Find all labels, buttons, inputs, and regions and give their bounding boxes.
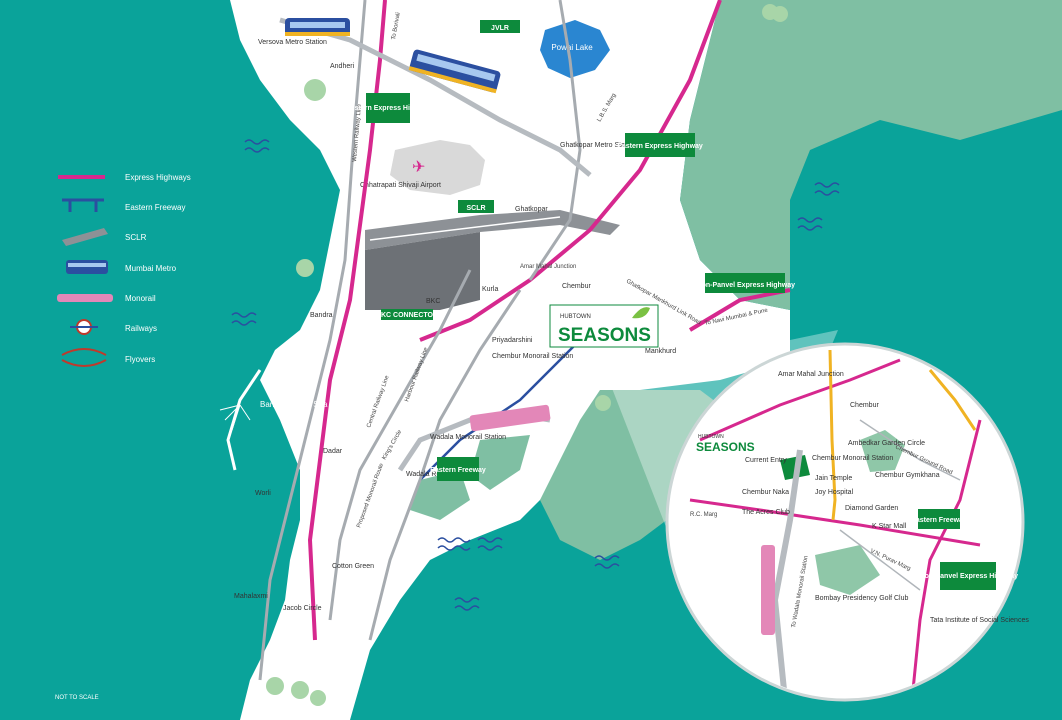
svg-text:HUBTOWN: HUBTOWN xyxy=(560,314,591,320)
east-green-area xyxy=(680,0,1062,310)
andheri-label: Andheri xyxy=(330,63,355,70)
svg-text:Chembur: Chembur xyxy=(850,402,879,409)
legend: Express Highways Eastern Freeway SCLR Mu… xyxy=(57,173,191,367)
chembur-mono-label: Chembur Monorail Station xyxy=(492,353,573,360)
svg-text:Current Entry: Current Entry xyxy=(745,457,787,464)
sclr-sign: SCLR xyxy=(466,205,485,212)
svg-text:Joy Hospital: Joy Hospital xyxy=(815,489,854,496)
dadar-label: Dadar xyxy=(323,448,343,455)
sclr-flyover xyxy=(365,210,620,250)
svg-text:Chembur Gymkhana: Chembur Gymkhana xyxy=(875,472,940,479)
svg-text:Chembur Naka: Chembur Naka xyxy=(742,489,789,496)
chembur-label: Chembur xyxy=(562,283,591,290)
kurla-label: Kurla xyxy=(482,286,498,293)
versova-label: Versova Metro Station xyxy=(258,39,327,46)
ghatkopar-metro-label: Ghatkopar Metro Station xyxy=(560,142,636,149)
to-borivali-label: To Borivali xyxy=(391,12,402,40)
airport-label: Chhatrapati Shivaji Airport xyxy=(360,182,441,189)
sea-link-label: Bandra - Worli Sea Link xyxy=(260,400,345,409)
express-highways xyxy=(307,0,791,641)
mankhurd-label: Mankhurd xyxy=(645,348,676,355)
metro-train-1 xyxy=(285,18,350,36)
svg-text:Ambedkar Garden Circle: Ambedkar Garden Circle xyxy=(848,440,925,447)
priyadarshini-label: Priyadarshini xyxy=(492,337,533,344)
svg-text:Jain Temple: Jain Temple xyxy=(815,475,852,482)
cotton-green-label: Cotton Green xyxy=(332,563,374,570)
svg-text:Amar Mahal Junction: Amar Mahal Junction xyxy=(778,371,844,378)
legend-item-label: SCLR xyxy=(125,233,147,242)
tree-icons xyxy=(266,4,788,706)
eastern-green-strip xyxy=(410,470,470,520)
jacob-circle-label: Jacob Circle xyxy=(283,605,322,612)
legend-item-label: Eastern Freeway xyxy=(125,203,185,212)
jvlr-sign: JVLR xyxy=(491,25,509,32)
weh-sign: Western Express Highway xyxy=(344,105,432,112)
legend-item-label: Express Highways xyxy=(125,173,191,182)
bandra-label: Bandra xyxy=(310,312,333,319)
legend-item-label: Flyovers xyxy=(125,355,155,364)
svg-text:Diamond Garden: Diamond Garden xyxy=(845,505,898,512)
svg-text:Chembur Monorail Station: Chembur Monorail Station xyxy=(812,455,893,462)
svg-text:Sion-Panvel Express Highway: Sion-Panvel Express Highway xyxy=(918,573,1018,580)
bkc-label: BKC xyxy=(426,298,440,305)
mumbai-landmass xyxy=(230,0,790,720)
wadala-mono-label: Wadala Monorail Station xyxy=(430,434,506,441)
svg-text:The Acres Club: The Acres Club xyxy=(742,509,790,516)
inset-map: Amar Mahal Junction Chembur Current Entr… xyxy=(665,342,1029,702)
railway-lines xyxy=(258,0,582,681)
legend-item-label: Railways xyxy=(125,324,157,333)
sea-link xyxy=(219,369,262,471)
metro-train-2 xyxy=(408,49,501,94)
wadala-green xyxy=(470,435,530,490)
sclr-deck-lines xyxy=(369,216,561,241)
scale-note: NOT TO SCALE xyxy=(55,695,99,701)
worli-label: Worli xyxy=(255,490,271,497)
project-logo: HUBTOWN SEASONS xyxy=(549,304,659,348)
legend-item-label: Monorail xyxy=(125,294,156,303)
amar-mahal-label: Amar Mahal Junction xyxy=(520,264,576,270)
monorail-line xyxy=(397,404,551,472)
powai-lake xyxy=(540,20,610,78)
airport-icon: ✈ xyxy=(412,159,425,176)
bkc-connector-sign: BKC CONNECTOR xyxy=(376,312,438,319)
wave-icons xyxy=(231,139,840,611)
svg-text:K Star Mall: K Star Mall xyxy=(872,523,907,530)
svg-text:SEASONS: SEASONS xyxy=(558,325,651,346)
wadala-road-label: Wadala Road xyxy=(406,471,448,478)
svg-text:Eastern Freeway: Eastern Freeway xyxy=(911,517,967,524)
sclr-pillars xyxy=(365,232,480,310)
ghatkopar-label: Ghatkopar xyxy=(515,206,548,213)
powai-lake-label: Powai Lake xyxy=(551,43,593,52)
metro-line xyxy=(279,17,592,177)
svg-text:HUBTOWN: HUBTOWN xyxy=(698,434,724,440)
airport-area xyxy=(390,140,485,195)
eastern-freeway-sign: Eastern Freeway xyxy=(430,467,486,474)
svg-text:Bombay Presidency Golf Club: Bombay Presidency Golf Club xyxy=(815,595,908,602)
legend-item-label: Mumbai Metro xyxy=(125,264,177,273)
svg-text:Tata Institute of Social Scien: Tata Institute of Social Sciences xyxy=(930,617,1029,624)
svg-text:SEASONS: SEASONS xyxy=(696,440,755,454)
svg-text:R.C. Marg: R.C. Marg xyxy=(690,512,717,518)
eeh-sign: Eastern Express Highway xyxy=(617,143,703,150)
mahalaxmi-label: Mahalaxmi xyxy=(234,593,268,600)
western-rail-label: Western Railway Line xyxy=(352,103,363,162)
spe-sign: Sion-Panvel Express Highway xyxy=(695,282,795,289)
